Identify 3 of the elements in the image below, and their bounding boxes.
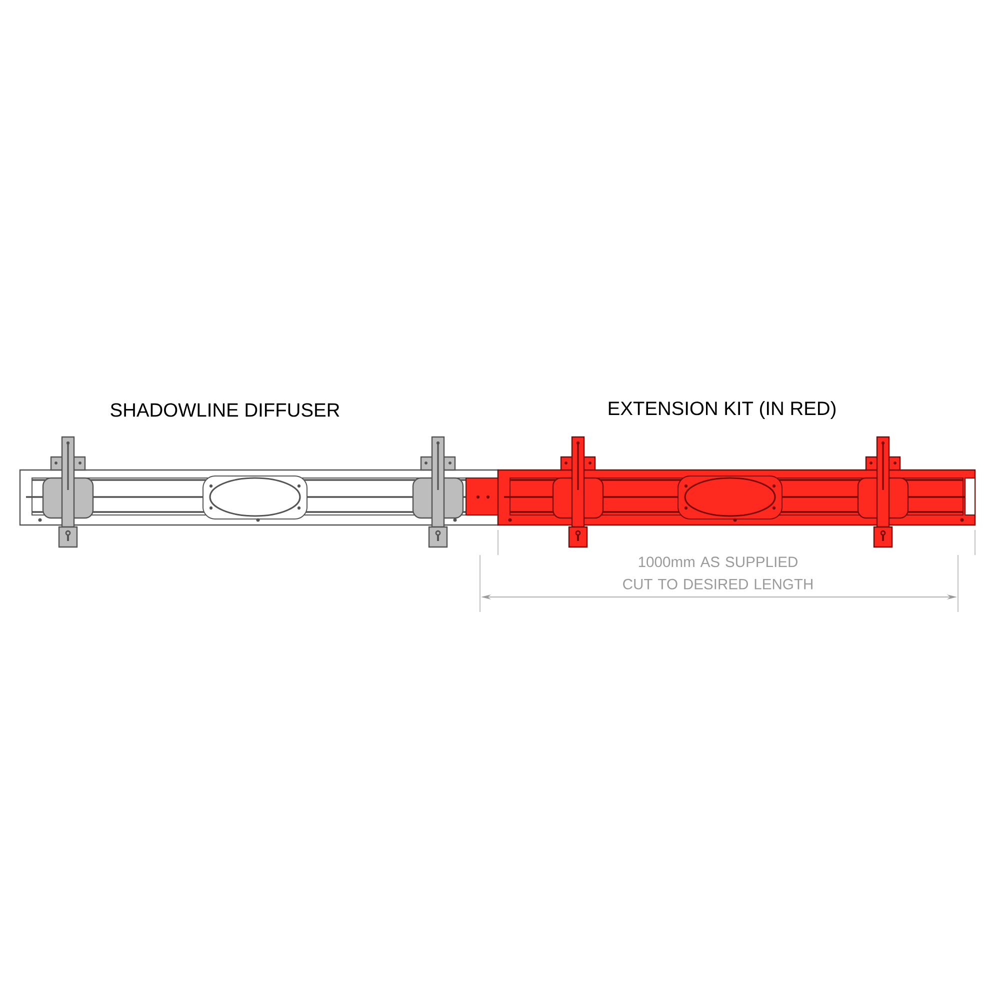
dimension-label: 1000mm AS SUPPLIED CUT TO DESIRED LENGTH bbox=[623, 556, 812, 590]
heading: EXTENSION KIT (IN RED) bbox=[608, 401, 836, 419]
heading: SHADOWLINE DIFFUSER bbox=[110, 403, 340, 417]
